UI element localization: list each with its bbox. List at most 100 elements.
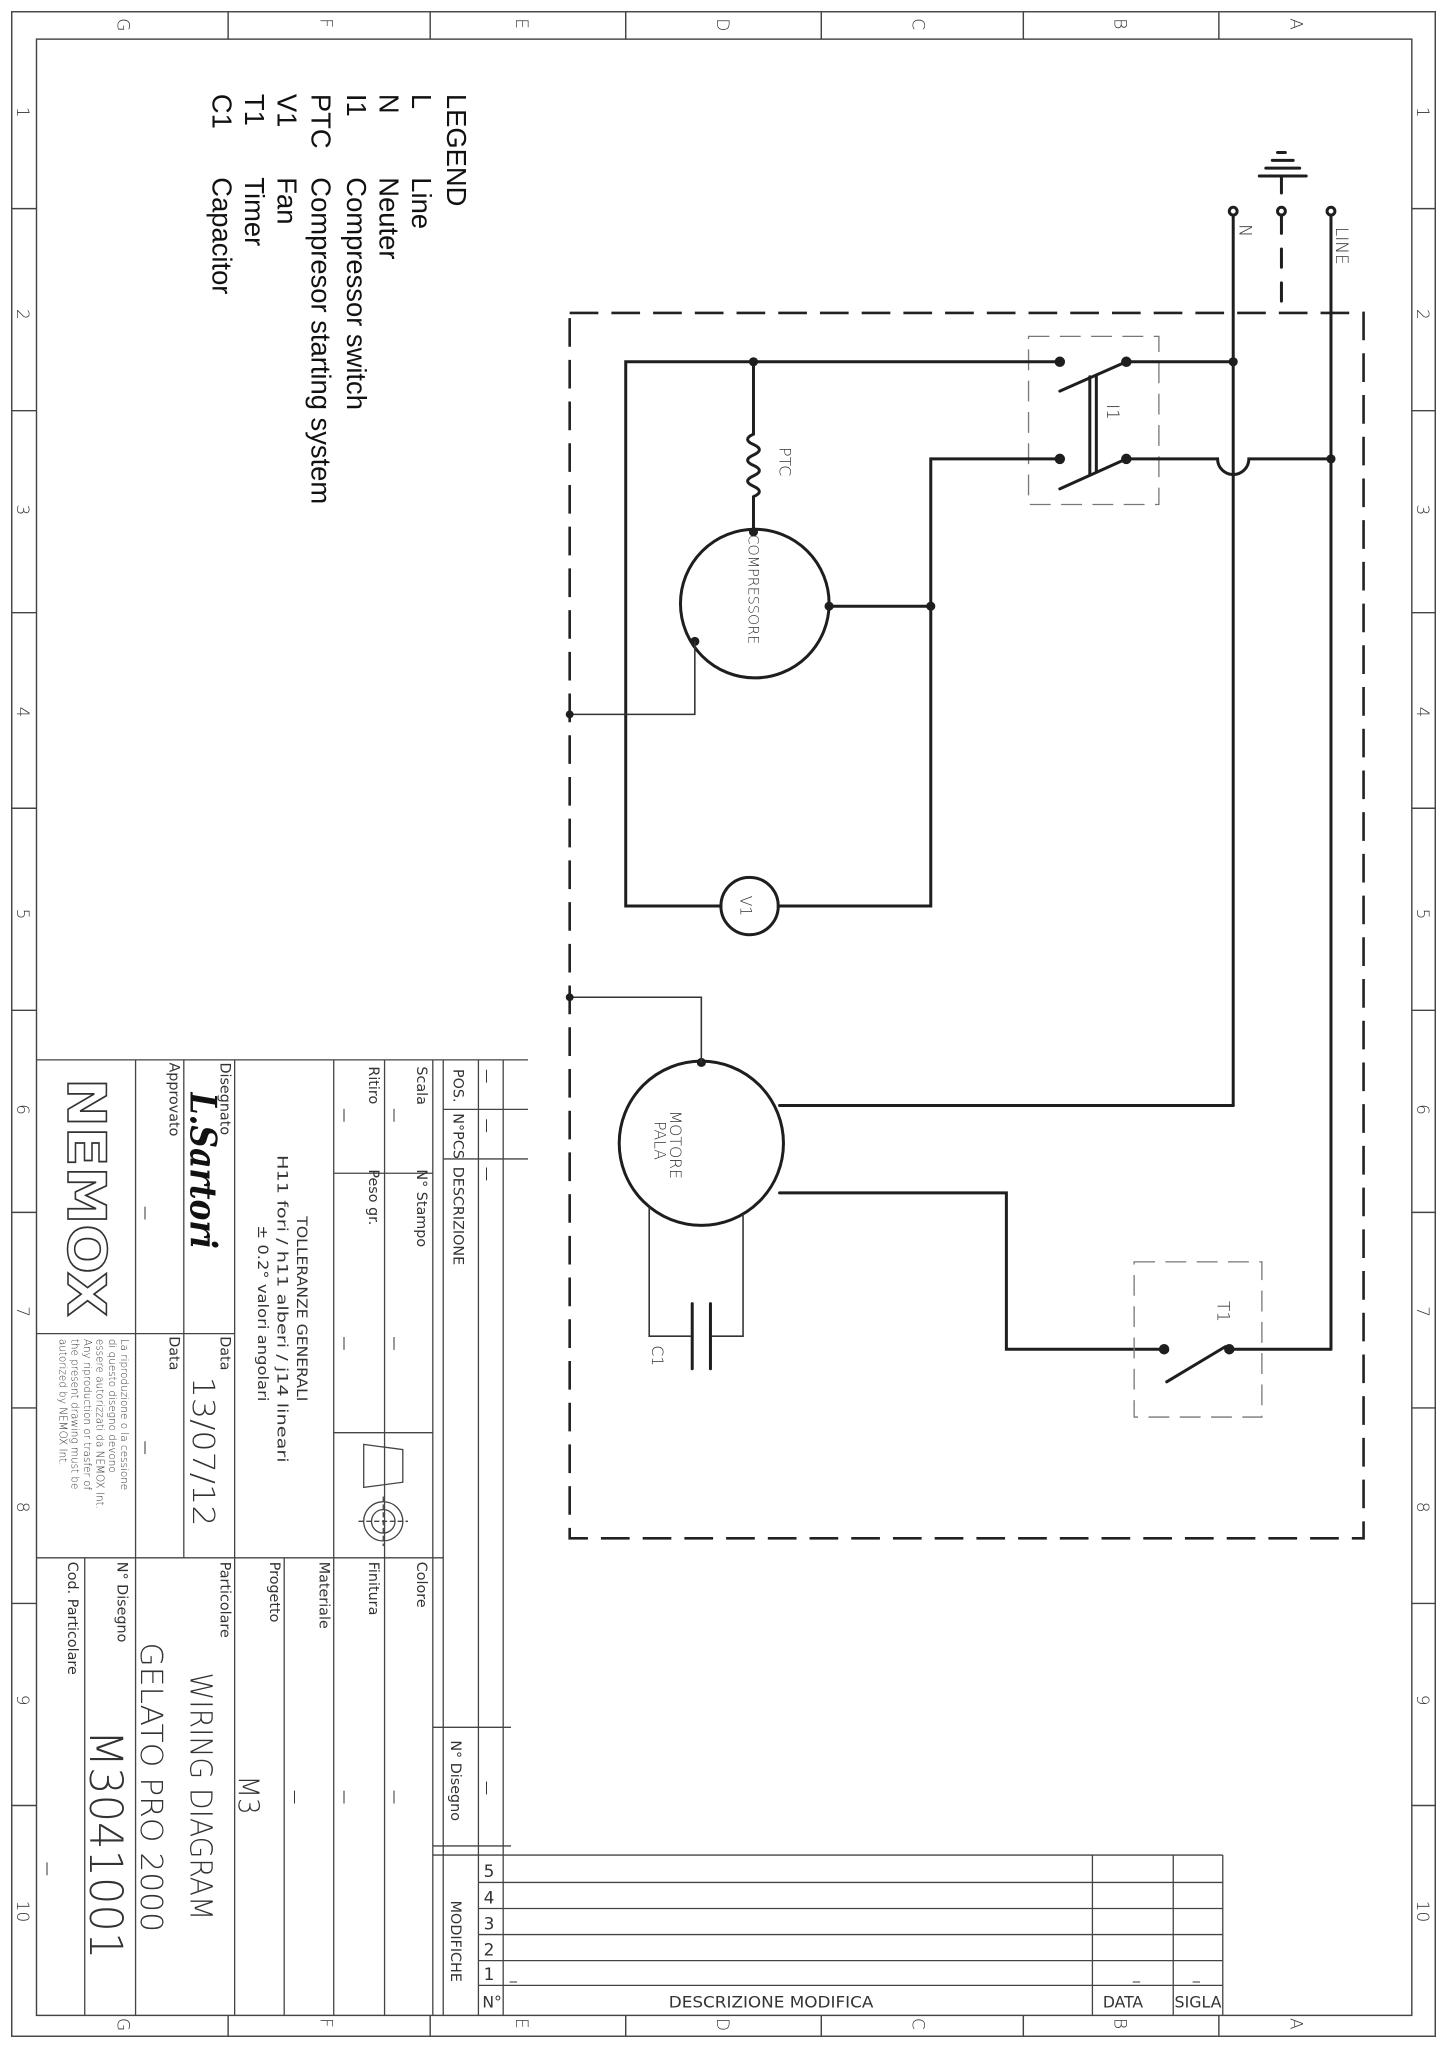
title-block: POS. N°PCS DESCRIZIONE — — — Scala N° St… (36, 1059, 1224, 2016)
zone-row-label: 1 (13, 107, 33, 118)
product-name: GELATO PRO 2000 (133, 1643, 168, 1932)
copyright-line: La riproduzione o la cessione (118, 1339, 130, 1490)
revisions-n-disegno-value: — (478, 1781, 494, 1795)
zone-label: F (317, 2018, 337, 2028)
zone-column-labels-top: G F E D C B A (113, 18, 1306, 31)
finitura-label: Finitura (365, 1562, 381, 1616)
particolare-label: Particolare (216, 1562, 232, 1638)
revisions-n-disegno-label: N° Disegno (447, 1740, 463, 1821)
legend-item: L Line (406, 94, 437, 229)
data-label: Data (216, 1336, 232, 1370)
legend-label: Compresor starting system (306, 177, 337, 504)
particolare-value: WIRING DIAGRAM (182, 1673, 217, 1921)
ritiro-label: Ritiro (365, 1066, 381, 1104)
revision-row-number: 4 (484, 1887, 495, 1907)
legend-code: L (406, 94, 437, 109)
legend-label: Capacitor (206, 177, 237, 294)
zone-label: C (909, 2018, 929, 2030)
revision-1-sigla: _ (1192, 1967, 1201, 1983)
zone-row-label: 4 (13, 707, 33, 718)
fan-v1: V1 (719, 875, 780, 937)
tolerances-line1: H11 fori / h11 alberi / j14 lineari (274, 1155, 290, 1463)
progetto-label: Progetto (266, 1562, 282, 1623)
zone-row-label: 1 (1413, 107, 1433, 118)
motor-label: PALA (650, 1121, 669, 1160)
progetto-value: M3 (232, 1776, 266, 1815)
revision-row-number: 3 (484, 1913, 495, 1933)
pos-value: — (478, 1069, 494, 1083)
zone-label: C (909, 18, 929, 30)
cod-particolare-label: Cod. Particolare (64, 1562, 80, 1675)
legend-code: C1 (206, 94, 237, 129)
finitura-value: — (336, 1790, 352, 1804)
fan-label: V1 (736, 896, 755, 917)
zone-row-label: 8 (13, 1502, 33, 1513)
circuit: N LINE I1 PTC (565, 151, 1365, 1540)
scala-value: — (386, 1108, 402, 1122)
peso-label: Peso gr. (365, 1169, 381, 1225)
description-header: DESCRIZIONE MODIFICA (669, 1993, 874, 2012)
zone-row-label: 9 (13, 1695, 33, 1706)
approval-date-value: — (137, 1441, 153, 1455)
npcs-label: N°PCS (450, 1113, 466, 1159)
zone-row-label: 2 (1413, 309, 1433, 320)
colore-value: — (386, 1790, 402, 1804)
enclosure-boundary (568, 311, 1365, 1540)
cod-particolare-value: — (39, 1862, 55, 1876)
zone-row-label: 7 (1413, 1306, 1433, 1317)
ritiro-value: — (336, 1108, 352, 1122)
n-stampo-value: — (386, 1336, 402, 1350)
scala-label: Scala (413, 1066, 429, 1105)
zone-label: E (512, 18, 532, 29)
zone-label: D (713, 2018, 733, 2031)
zone-label: A (1287, 18, 1307, 30)
approvato-label: Approvato (165, 1062, 181, 1136)
nemox-logo: NEMOX (55, 1078, 115, 1317)
zone-row-label: 3 (13, 505, 33, 516)
capacitor-label: C1 (648, 1345, 667, 1366)
colore-label: Colore (413, 1562, 429, 1608)
legend-title: LEGEND (441, 94, 472, 207)
materiale-label: Materiale (315, 1562, 331, 1629)
peso-value: — (336, 1336, 352, 1350)
revision-1-date: _ (1132, 1967, 1141, 1983)
wire-crossover (1124, 457, 1333, 476)
zone-row-label: 7 (13, 1306, 33, 1317)
zone-column-labels-bottom: G F E D C B A (113, 2018, 1306, 2031)
disegnato-label: Disegnato (216, 1062, 232, 1135)
copyright-line: essere autorizzati da NEMOX Int. (93, 1339, 105, 1509)
copyright-line: the present drawing must be (69, 1339, 81, 1490)
descrizione-value: — (478, 1167, 494, 1181)
drawing-number: M3041001 (79, 1730, 132, 1959)
sigla-header: SIGLA (1175, 1993, 1222, 2012)
line-label: LINE (1332, 227, 1352, 265)
tolerance-symbol-icon (358, 1443, 409, 1547)
revision-row-number: 5 (484, 1861, 495, 1881)
compressor-label: COMPRESSORE (744, 534, 760, 644)
n-disegno-label: N° Disegno (113, 1562, 129, 1643)
pos-label: POS. (450, 1069, 466, 1103)
drawing-date: 13/07/12 (185, 1377, 220, 1527)
legend-label: Line (406, 177, 437, 229)
timer-label: T1 (1214, 1301, 1234, 1322)
motor-label: MOTORE (666, 1111, 685, 1179)
legend-code: N (373, 94, 404, 114)
legend-label: Compressor switch (341, 177, 372, 410)
legend-code: V1 (272, 94, 303, 127)
zone-row-label: 8 (1413, 1502, 1433, 1513)
materiale-value: — (287, 1790, 303, 1804)
approvato-value: — (137, 1206, 153, 1220)
revision-row-number: 2 (484, 1939, 495, 1959)
zone-row-label: 4 (1413, 707, 1433, 718)
legend-code: T1 (239, 94, 270, 126)
legend-code: I1 (341, 94, 372, 117)
